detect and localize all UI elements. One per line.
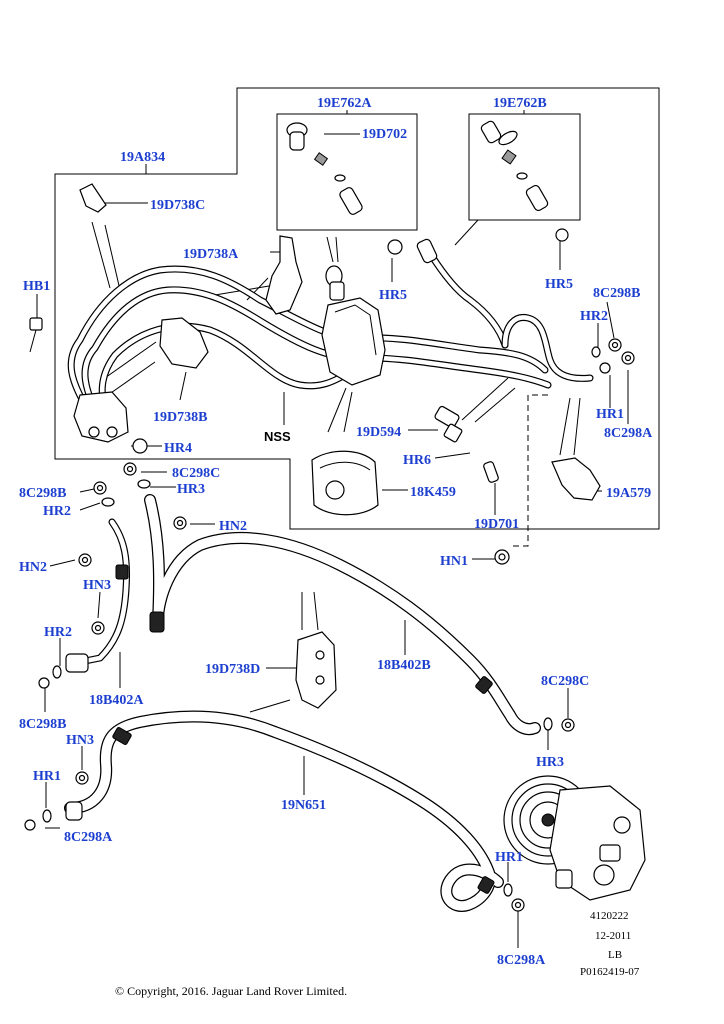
insulator-18K459 xyxy=(311,450,379,516)
label-HR1-top: HR1 xyxy=(596,407,624,422)
valve-body xyxy=(321,297,386,386)
label-NSS: NSS xyxy=(264,429,291,444)
label-HR6: HR6 xyxy=(403,453,431,468)
fasteners xyxy=(24,338,635,912)
label-HR2-top: HR2 xyxy=(580,309,608,324)
label-HN2-right: HN2 xyxy=(219,519,247,534)
label-HR3-low: HR3 xyxy=(536,755,564,770)
clip-19D738B xyxy=(159,317,209,369)
label-19E762B: 19E762B xyxy=(493,96,547,111)
label-HR1-comp: HR1 xyxy=(495,850,523,865)
fitting-18B402A xyxy=(65,653,89,673)
label-HR2-low: HR2 xyxy=(44,625,72,640)
label-19D594: 19D594 xyxy=(356,425,401,440)
illustration-number: P0162419-07 xyxy=(580,966,640,978)
label-18B402A: 18B402A xyxy=(89,693,144,708)
label-19N651: 19N651 xyxy=(281,798,326,813)
clip-19D738C xyxy=(79,183,107,213)
label-HB1: HB1 xyxy=(23,279,50,294)
bracket-19D738A xyxy=(265,235,303,315)
line-18B402B xyxy=(144,494,541,736)
reference-code: LB xyxy=(608,949,622,961)
refrigerant-lines xyxy=(64,241,594,912)
line-18B402A xyxy=(76,518,131,666)
connector-block xyxy=(73,391,129,443)
valve-19E762A xyxy=(286,122,403,301)
label-HR5-a: HR5 xyxy=(379,288,407,303)
label-8C298B-low: 8C298B xyxy=(19,717,66,732)
label-HR5-b: HR5 xyxy=(545,277,573,292)
label-19D738B: 19D738B xyxy=(153,410,207,425)
bracket-19D738D xyxy=(295,631,337,709)
label-8C298A-low: 8C298A xyxy=(64,830,113,845)
label-8C298B-top: 8C298B xyxy=(593,286,640,301)
sensor-19D594 xyxy=(434,405,460,429)
label-8C298C-mid: 8C298C xyxy=(172,466,220,481)
bolt-HB1 xyxy=(29,317,43,331)
components xyxy=(24,120,646,912)
compressor xyxy=(503,775,646,901)
label-8C298C-low: 8C298C xyxy=(541,674,589,689)
line-19A834 xyxy=(67,241,594,429)
label-18K459: 18K459 xyxy=(410,485,456,500)
label-8C298A-comp: 8C298A xyxy=(497,953,546,968)
label-19A834: 19A834 xyxy=(120,150,165,165)
label-HN3-a: HN3 xyxy=(83,578,111,593)
label-8C298A-top: 8C298A xyxy=(604,426,653,441)
label-19D738A: 19D738A xyxy=(183,247,239,262)
reference-date: 12-2011 xyxy=(595,930,631,942)
label-19D702: 19D702 xyxy=(362,127,407,142)
label-HR2-left: HR2 xyxy=(43,504,71,519)
label-HN2-left: HN2 xyxy=(19,560,47,575)
label-19E762A: 19E762A xyxy=(317,96,372,111)
label-19D701: 19D701 xyxy=(474,517,519,532)
label-HR1-low: HR1 xyxy=(33,769,61,784)
label-HR3-mid: HR3 xyxy=(177,482,205,497)
label-19D738D: 19D738D xyxy=(205,662,260,677)
valve-19E762B xyxy=(416,120,569,264)
part-labels: 19A834 19E762A 19E762B 19D702 19D738C 19… xyxy=(19,96,653,968)
sensor-19D701 xyxy=(483,461,499,483)
main-assembly-frame xyxy=(54,87,660,530)
label-19A579: 19A579 xyxy=(606,486,651,501)
line-19N651 xyxy=(64,710,504,912)
label-8C298B-left: 8C298B xyxy=(19,486,66,501)
reference-number: 4120222 xyxy=(590,910,629,922)
copyright-notice: © Copyright, 2016. Jaguar Land Rover Lim… xyxy=(115,984,348,998)
bracket-19A579 xyxy=(551,457,601,501)
label-19D738C: 19D738C xyxy=(150,198,205,213)
label-18B402B: 18B402B xyxy=(377,658,431,673)
label-HN1: HN1 xyxy=(440,554,468,569)
label-HR4: HR4 xyxy=(164,441,192,456)
dashed-leader-hn1 xyxy=(512,394,548,547)
reference-block: 4120222 12-2011 LB P0162419-07 xyxy=(580,910,640,978)
label-HN3-b: HN3 xyxy=(66,733,94,748)
